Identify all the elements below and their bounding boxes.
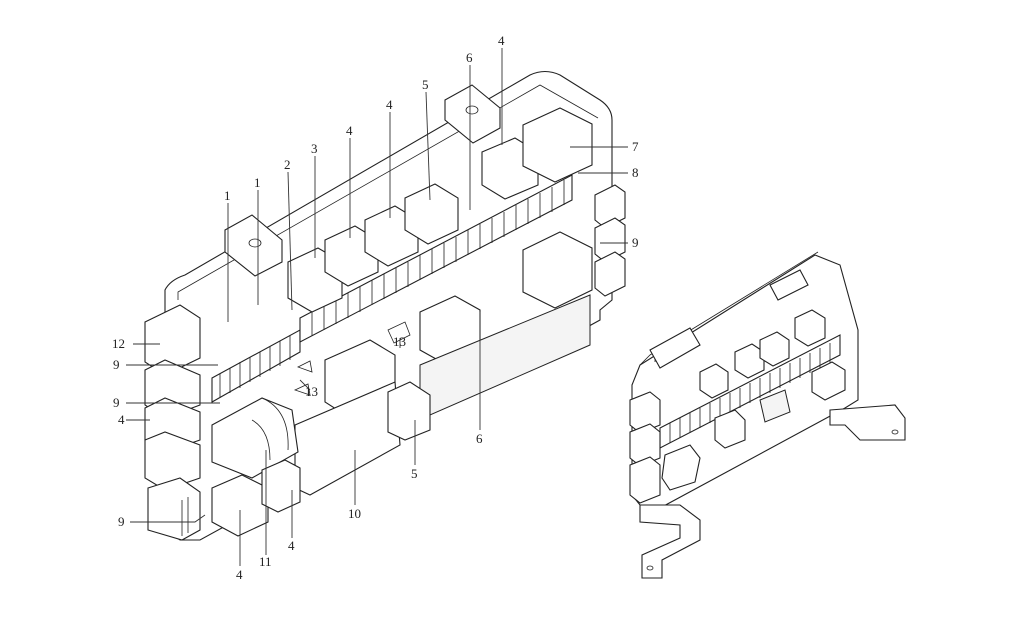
callout-1b: 1 [254, 175, 261, 190]
callout-5b: 5 [411, 466, 418, 481]
callout-2: 2 [284, 157, 291, 172]
callout-9d: 9 [118, 514, 125, 529]
callout-10: 10 [348, 506, 361, 521]
callout-13a: 13 [393, 334, 406, 349]
callout-4c: 4 [498, 33, 505, 48]
callout-4d: 4 [118, 412, 125, 427]
callout-9b: 9 [113, 357, 120, 372]
leader-lines [126, 48, 628, 566]
fuse-row-main [299, 174, 573, 343]
mount-bracket-left [224, 214, 283, 277]
callout-8: 8 [632, 165, 639, 180]
assembled-view [629, 251, 906, 579]
callout-3: 3 [311, 141, 318, 156]
callout-4a: 4 [346, 123, 353, 138]
main-fuse-box [144, 70, 626, 541]
callout-9a: 9 [632, 235, 639, 250]
callout-13b: 13 [305, 384, 318, 399]
callout-6a: 6 [466, 50, 473, 65]
callout-labels: 1 1 2 3 4 4 4 5 6 7 8 9 12 9 13 13 9 4 6… [112, 33, 639, 582]
callout-12: 12 [112, 336, 125, 351]
callout-4b: 4 [386, 97, 393, 112]
fuse-row-lower [211, 329, 301, 403]
callout-6b: 6 [476, 431, 483, 446]
callout-5a: 5 [422, 77, 429, 92]
callout-1a: 1 [224, 188, 231, 203]
callout-9c: 9 [113, 395, 120, 410]
callout-7: 7 [632, 139, 639, 154]
callout-4e: 4 [288, 538, 295, 553]
callout-4f: 4 [236, 567, 243, 582]
callout-11: 11 [259, 554, 272, 569]
